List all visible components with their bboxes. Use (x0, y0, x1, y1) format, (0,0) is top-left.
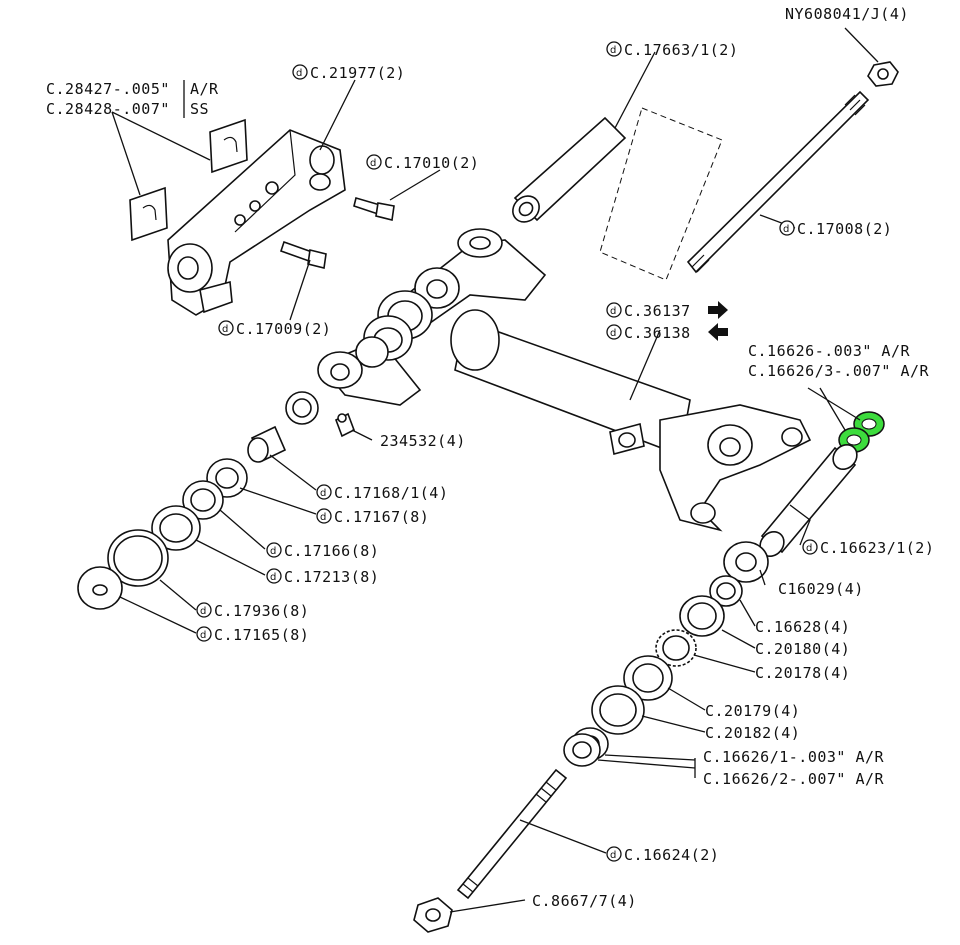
label-c16626: C.16626-.003" A/R (748, 342, 910, 360)
seal-c17213 (151, 505, 201, 551)
svg-text:d: d (610, 850, 616, 861)
d-mark-c17166: d (266, 542, 282, 558)
label-c17213: C.17213(8) (284, 568, 379, 586)
label-c17936: C.17936(8) (214, 602, 309, 620)
label-c8667: C.8667/7(4) (532, 892, 637, 910)
svg-text:d: d (320, 512, 326, 523)
label-c36137: C.36137 (624, 302, 691, 320)
label-ny608041: NY608041/J(4) (785, 5, 909, 23)
d-mark-c16623: d (802, 539, 818, 555)
svg-text:d: d (200, 630, 206, 641)
tube-c16623 (759, 443, 858, 558)
needle-bearing-upper (285, 391, 319, 425)
d-mark-c21977: d (292, 64, 308, 80)
label-c16626-2: C.16626/2-.007" A/R (703, 770, 885, 788)
label-234532: 234532(4) (380, 432, 466, 450)
svg-text:d: d (222, 324, 228, 335)
svg-text:d: d (370, 158, 376, 169)
svg-text:d: d (610, 328, 616, 339)
spacer-sleeve (247, 425, 287, 463)
svg-text:d: d (270, 546, 276, 557)
arrow-left-icon (708, 323, 728, 341)
d-marks: d d d d d d d d d d d d d d d (196, 41, 818, 862)
beam-rings (355, 267, 460, 368)
label-c16626-1: C.16626/1-.003" A/R (703, 748, 885, 766)
d-mark-c17936: d (196, 602, 212, 618)
leader-lines (111, 27, 879, 913)
d-mark-c17008: d (779, 220, 795, 236)
bracket-part (167, 129, 346, 316)
shim-plate-lower (129, 186, 168, 242)
svg-text:d: d (270, 572, 276, 583)
d-mark-c17213: d (266, 568, 282, 584)
label-c16624: C.16624(2) (624, 846, 719, 864)
bolt-c16624 (456, 768, 568, 900)
label-c21977: C.21977(2) (310, 64, 405, 82)
highlighted-shims (838, 411, 885, 453)
label-c17166: C.17166(8) (284, 542, 379, 560)
d-mark-c17009: d (218, 320, 234, 336)
label-c20182: C.20182(4) (705, 724, 800, 742)
stud-c17008 (686, 90, 870, 274)
label-c16626-3: C.16626/3-.007" A/R (748, 362, 930, 380)
label-c20180: C.20180(4) (755, 640, 850, 658)
ring-c16628 (709, 575, 743, 607)
label-c16628: C.16628(4) (755, 618, 850, 636)
nut-ny608041 (867, 61, 899, 87)
svg-text:d: d (610, 45, 616, 56)
d-mark-c17167: d (316, 508, 332, 524)
d-mark-c17663: d (606, 41, 622, 57)
label-c16623: C.16623/1(2) (820, 539, 934, 557)
svg-text:d: d (806, 543, 812, 554)
grease-nipple (334, 412, 356, 438)
bearing-c16029 (723, 541, 769, 583)
label-c28427: C.28427-.005" (46, 80, 170, 98)
d-mark-c17165: d (196, 626, 212, 642)
d-mark-c16624: d (606, 846, 622, 862)
d-mark-c17168: d (316, 484, 332, 500)
d-mark-c36138: d (606, 324, 622, 340)
label-c20178: C.20178(4) (755, 664, 850, 682)
label-c20179: C.20179(4) (705, 702, 800, 720)
svg-text:d: d (783, 224, 789, 235)
washer-c17165 (77, 566, 123, 610)
label-c17010: C.17010(2) (384, 154, 479, 172)
label-c28428: C.28428-.007" (46, 100, 170, 118)
ring-c17936 (107, 529, 169, 587)
tube-c17663 (512, 116, 627, 223)
label-c17168: C.17168/1(4) (334, 484, 448, 502)
arrow-right-icon (708, 301, 728, 319)
seal-c17166 (182, 480, 224, 520)
spring-c20178 (655, 629, 697, 667)
label-c16029: C16029(4) (778, 580, 864, 598)
label-c28427-note: A/R (190, 80, 219, 98)
svg-text:d: d (296, 68, 302, 79)
bolt-c17009 (279, 240, 327, 269)
label-c36138: C.36138 (624, 324, 691, 342)
nut-c8667 (413, 897, 453, 933)
ring-c20182 (591, 685, 645, 735)
svg-text:d: d (200, 606, 206, 617)
bolt-c17010 (353, 196, 395, 221)
label-c17008: C.17008(2) (797, 220, 892, 238)
svg-text:d: d (320, 488, 326, 499)
label-c28428-note: SS (190, 100, 209, 118)
shim-plate-upper (209, 118, 248, 174)
label-c17165: C.17165(8) (214, 626, 309, 644)
label-c17167: C.17167(8) (334, 508, 429, 526)
shims-c16626-1-2 (563, 727, 609, 767)
d-mark-c36137: d (606, 302, 622, 318)
labels: NY608041/J(4) C.17663/1(2) C.21977(2) C.… (46, 5, 934, 910)
seal-c20180 (679, 595, 725, 637)
svg-text:d: d (610, 306, 616, 317)
label-c17009: C.17009(2) (236, 320, 331, 338)
label-c17663: C.17663/1(2) (624, 41, 738, 59)
seal-c20179 (623, 655, 673, 701)
d-mark-c17010: d (366, 154, 382, 170)
